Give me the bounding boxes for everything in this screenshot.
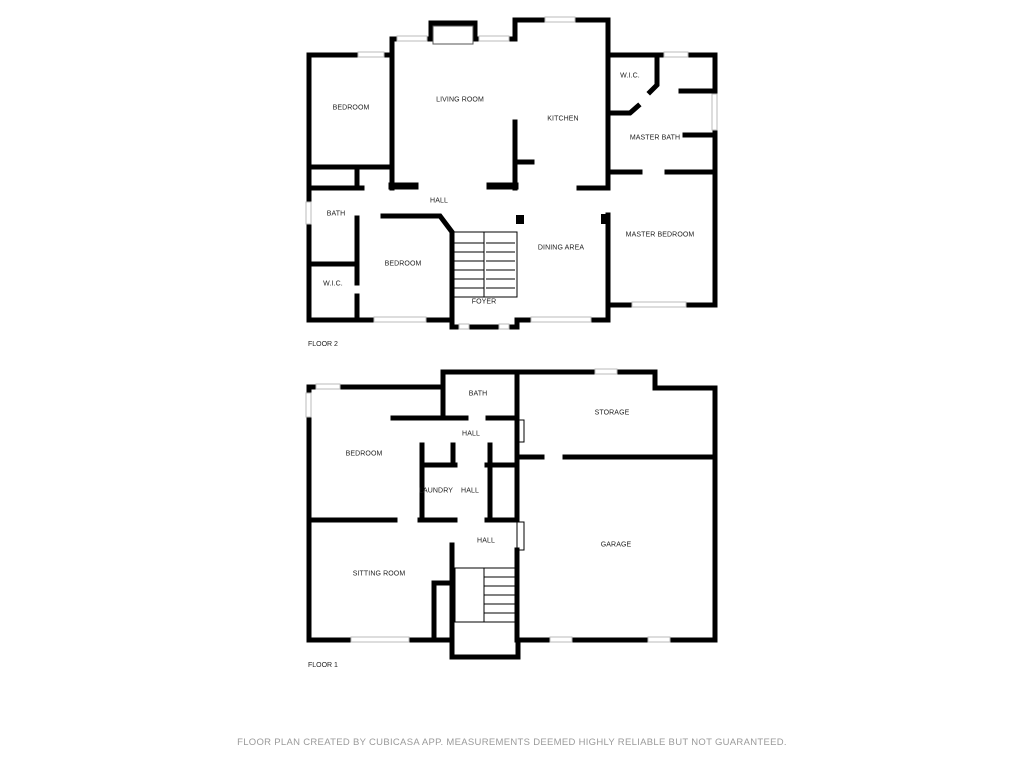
floor-1-title: FLOOR 1 — [308, 662, 338, 669]
floor-2-walls — [305, 16, 718, 330]
room-label: HALL — [430, 197, 448, 205]
room-label: MASTER BATH — [629, 134, 681, 142]
floor-1-walls — [305, 368, 718, 660]
room-label: HALL — [477, 537, 495, 545]
room-label: W.I.C. — [620, 72, 640, 80]
room-label: STORAGE — [594, 409, 630, 417]
room-label: GARAGE — [600, 541, 632, 549]
room-label: BEDROOM — [384, 260, 422, 268]
room-label: MASTER BEDROOM — [625, 231, 695, 239]
disclaimer-footer: FLOOR PLAN CREATED BY CUBICASA APP. MEAS… — [237, 737, 787, 748]
room-label: FOYER — [471, 298, 497, 306]
room-label: DINING AREA — [537, 244, 585, 252]
floor-2-title: FLOOR 2 — [308, 341, 338, 348]
room-label: SITTING ROOM — [352, 570, 406, 578]
room-label: HALL — [462, 430, 480, 438]
room-label: BEDROOM — [332, 104, 370, 112]
room-label: LIVING ROOM — [436, 96, 484, 104]
room-label: LAUNDRY — [418, 487, 454, 495]
room-label: KITCHEN — [547, 115, 579, 123]
room-label: W.I.C. — [323, 280, 343, 288]
room-label: BEDROOM — [345, 450, 383, 458]
room-label: HALL — [461, 487, 479, 495]
room-label: BATH — [468, 390, 488, 398]
room-label: BATH — [326, 210, 346, 218]
